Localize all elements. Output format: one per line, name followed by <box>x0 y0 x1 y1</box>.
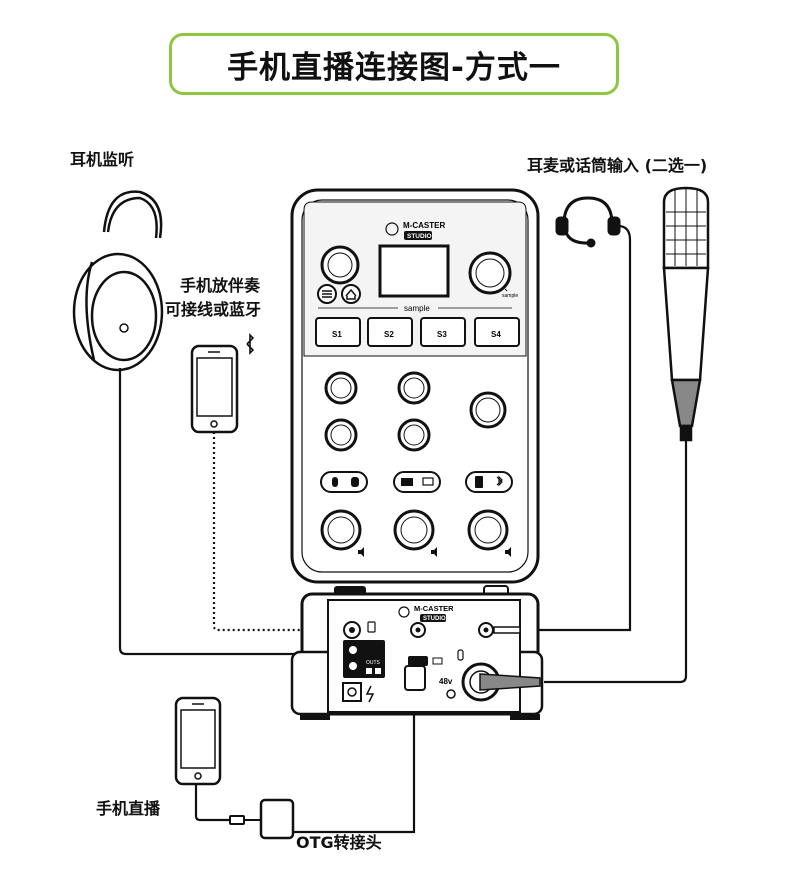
xlr-plug <box>479 673 541 691</box>
mixer-device: M-CASTER STUDIO sample sample S1 S2 S3 S… <box>290 188 540 584</box>
headset-plug <box>493 626 521 634</box>
diagram-title: 手机直播连接图-方式一 <box>169 33 619 95</box>
sample-label: sample <box>404 304 430 313</box>
eq-knob-1[interactable] <box>324 418 358 452</box>
computer-port-icon <box>432 657 443 665</box>
speaker-icon-2 <box>431 547 437 557</box>
usb-port[interactable] <box>408 656 428 666</box>
headset-mic-icon <box>555 196 621 248</box>
power-port[interactable] <box>342 682 362 702</box>
rear-brand-text: M-CASTER <box>414 604 454 613</box>
headphones-icon <box>72 190 164 372</box>
mic-icon <box>332 477 338 487</box>
model-text: STUDIO <box>407 233 432 240</box>
home-button[interactable] <box>341 284 361 304</box>
home-icon <box>345 288 357 300</box>
headphone-label: 耳机监听 <box>70 150 135 169</box>
pad-s2-label: S2 <box>384 330 394 339</box>
speaker-icon-1 <box>358 547 364 557</box>
pad-s1-label: S1 <box>332 330 342 339</box>
usb-icon <box>401 478 413 486</box>
cables <box>118 224 688 834</box>
phantom-label: 48v <box>439 677 453 686</box>
speaker-icon-3 <box>505 547 511 557</box>
brand-logo-icon <box>385 222 399 236</box>
pad-s3-label: S3 <box>437 330 447 339</box>
accompaniment-phone-icon <box>190 344 239 434</box>
brand-text: M-CASTER <box>403 221 445 230</box>
phone-small-icon <box>475 476 483 488</box>
aux-phone-icon <box>367 621 376 633</box>
otg-label: OTG转接头 <box>296 833 382 852</box>
phantom-led <box>446 689 456 699</box>
mic-input-label: 耳麦或话筒输入 (二选一) <box>527 156 708 175</box>
volume-knob[interactable] <box>320 245 360 285</box>
device-rear-panel: M-CASTER STUDIO OUTS 48v <box>290 585 544 720</box>
display-screen <box>378 244 450 298</box>
rear-model-text: STUDIO <box>423 616 446 622</box>
pad-s3[interactable] <box>420 317 466 347</box>
computer-icon <box>422 477 434 486</box>
xlr-mic-icon <box>457 649 464 661</box>
microphone-icon <box>662 186 710 442</box>
bluetooth-icon <box>246 333 255 355</box>
usb-plug <box>404 665 426 691</box>
sample-small: sample <box>502 293 518 299</box>
live-phone-icon <box>174 696 222 786</box>
pad-s1[interactable] <box>315 317 361 347</box>
headset-icon <box>351 477 359 487</box>
eq-knob-2[interactable] <box>397 418 431 452</box>
pad-s2[interactable] <box>367 317 413 347</box>
bluetooth-small-icon <box>496 475 503 487</box>
phone-live-label: 手机直播 <box>96 799 161 818</box>
aux-cable-dotted <box>212 432 346 632</box>
phone-bluetooth-switch[interactable] <box>465 471 513 493</box>
accompaniment-label-line2: 可接线或蓝牙 <box>165 300 262 319</box>
rear-logo-icon <box>398 606 410 618</box>
gain-knob-2[interactable] <box>397 371 431 405</box>
power-icon <box>365 685 375 703</box>
mic-headset-switch[interactable] <box>320 471 368 493</box>
accompaniment-label-line1: 手机放伴奏 <box>180 276 261 295</box>
otg-adapter-icon <box>229 798 295 840</box>
gain-knob-1[interactable] <box>324 371 358 405</box>
outs-label: OUTS <box>366 660 381 666</box>
pad-s4[interactable] <box>474 317 520 347</box>
pad-s4-label: S4 <box>491 330 501 339</box>
usb-input-switch[interactable] <box>393 471 441 493</box>
